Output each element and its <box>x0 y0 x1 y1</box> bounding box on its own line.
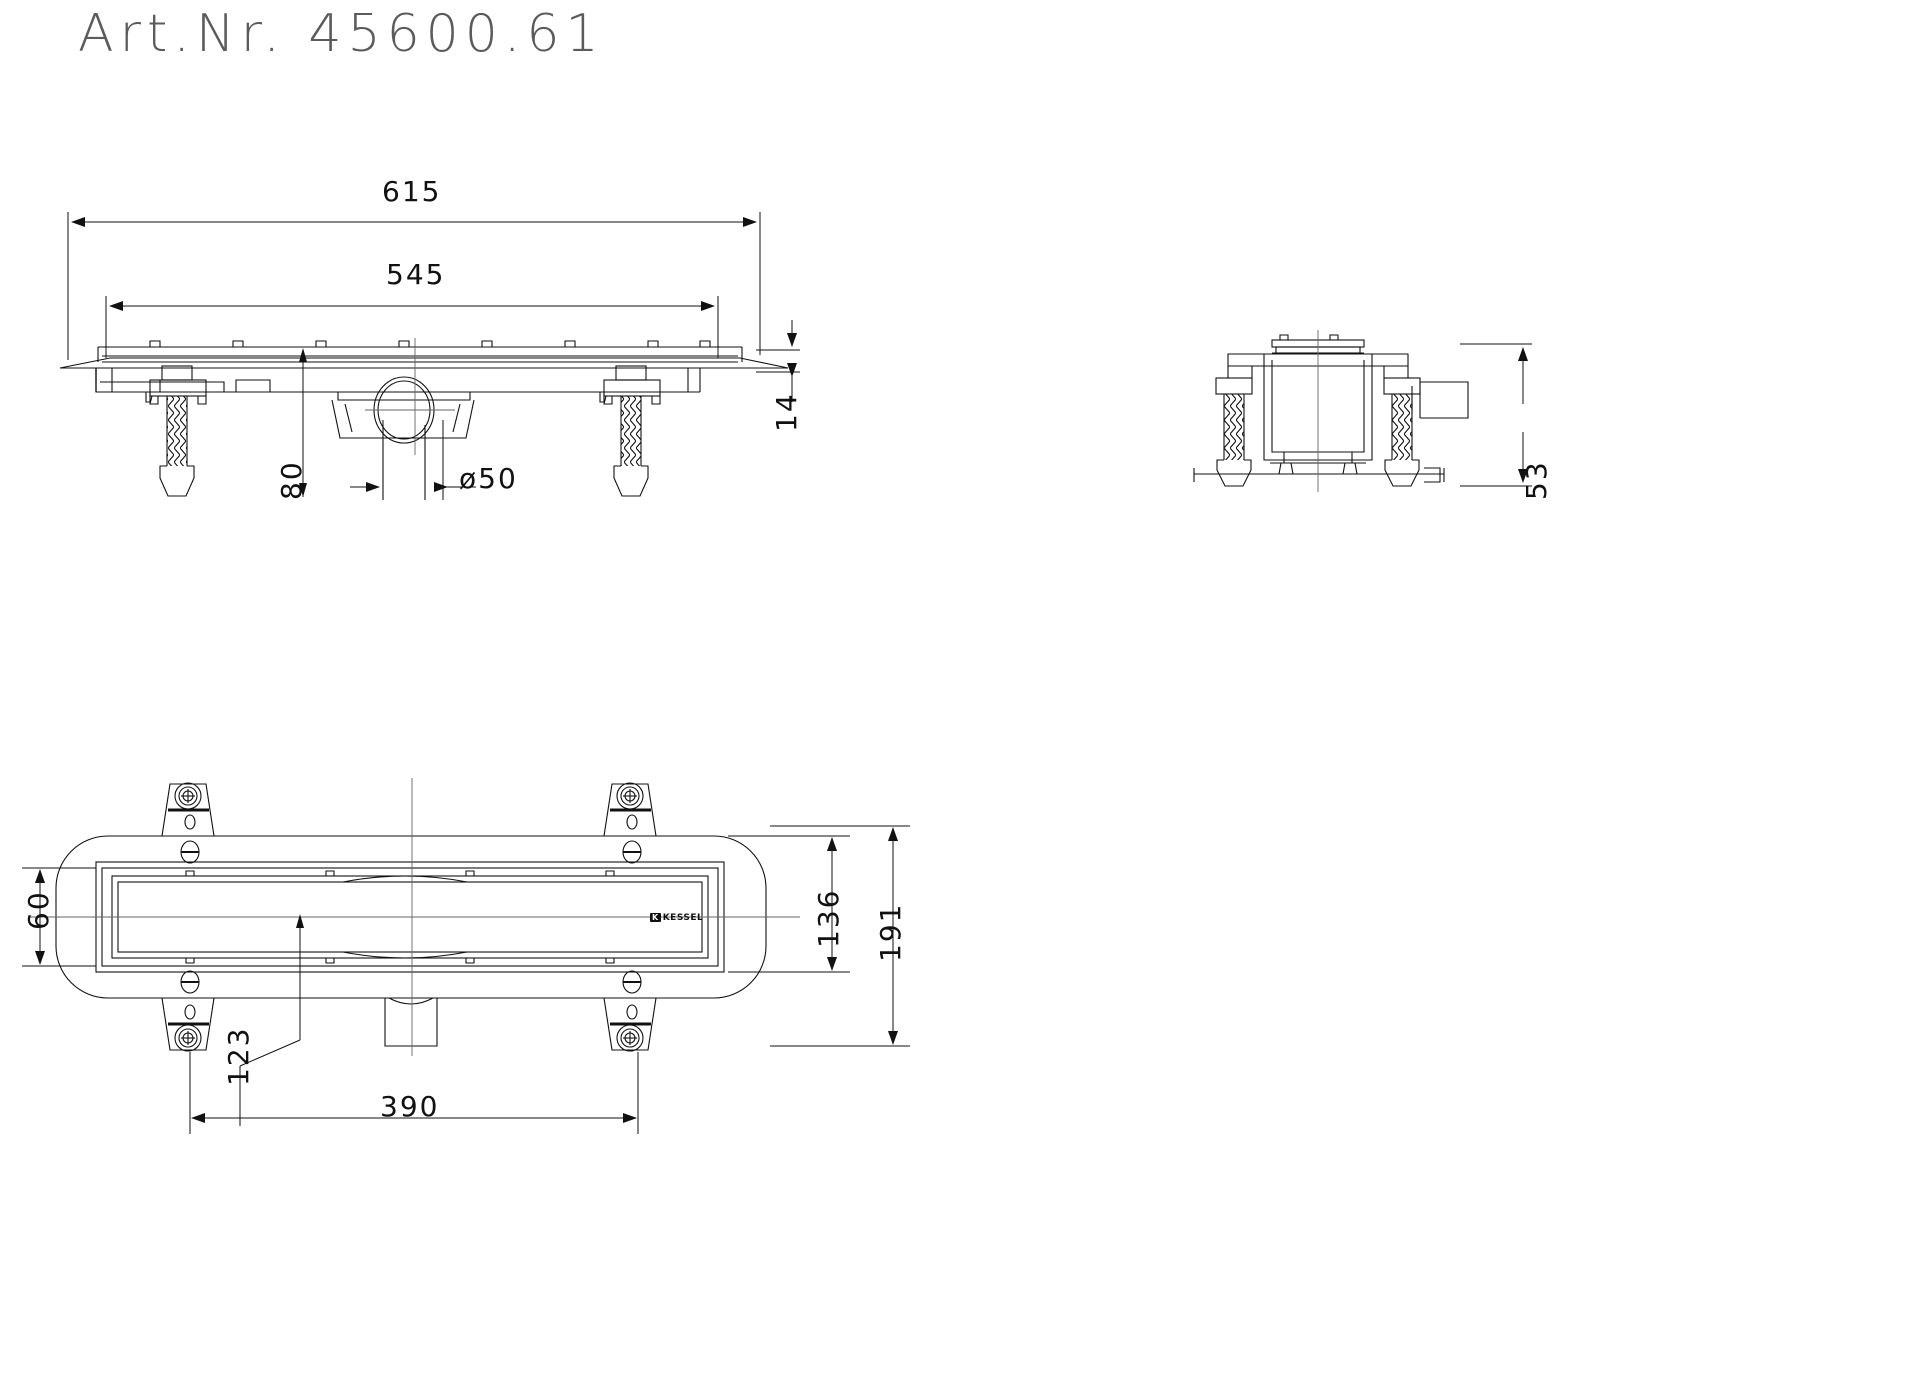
dim-191 <box>770 825 910 1047</box>
side-legs <box>1193 394 1445 487</box>
dim-label-390: 390 <box>380 1090 440 1123</box>
dim-545 <box>105 296 719 358</box>
dim-label-191: 191 <box>874 902 907 962</box>
dim-label-136: 136 <box>812 888 845 948</box>
dim-123 <box>239 914 304 1126</box>
dim-label-o50: ø50 <box>459 462 518 495</box>
front-elevation-group <box>59 212 800 500</box>
dim-14 <box>756 320 800 402</box>
channel-body <box>95 368 701 393</box>
leg-left <box>145 365 207 497</box>
side-dim-53 <box>1460 343 1532 487</box>
plan-brackets <box>161 782 657 1052</box>
kessel-logo-text: KESSEL <box>662 913 704 923</box>
dim-label-123: 123 <box>222 1026 255 1086</box>
plan-outlet <box>384 997 438 1047</box>
leg-right <box>599 365 661 497</box>
dim-label-80: 80 <box>275 460 308 500</box>
centerline-front <box>365 338 455 455</box>
plan-outer-body <box>55 835 767 999</box>
side-outlet <box>1411 381 1469 419</box>
plan-view-group <box>22 778 910 1134</box>
dim-60 <box>22 867 96 967</box>
dim-615 <box>67 212 761 360</box>
grate-cover <box>59 340 789 369</box>
dim-o50 <box>350 420 476 500</box>
dim-label-60: 60 <box>22 890 55 930</box>
centerline-plan <box>30 778 800 1056</box>
dim-label-615: 615 <box>382 175 442 208</box>
dim-label-53: 53 <box>1520 460 1553 500</box>
dim-label-14: 14 <box>770 392 803 432</box>
dim-390 <box>189 1052 639 1134</box>
dim-136 <box>728 835 850 973</box>
page-title: Art.Nr. 45600.61 <box>78 4 605 64</box>
kessel-logo-mark: K <box>650 913 661 922</box>
dim-label-545: 545 <box>386 258 446 291</box>
side-elevation-group <box>1193 330 1532 492</box>
outlet-housing <box>331 376 475 500</box>
grate-clips <box>149 340 711 347</box>
